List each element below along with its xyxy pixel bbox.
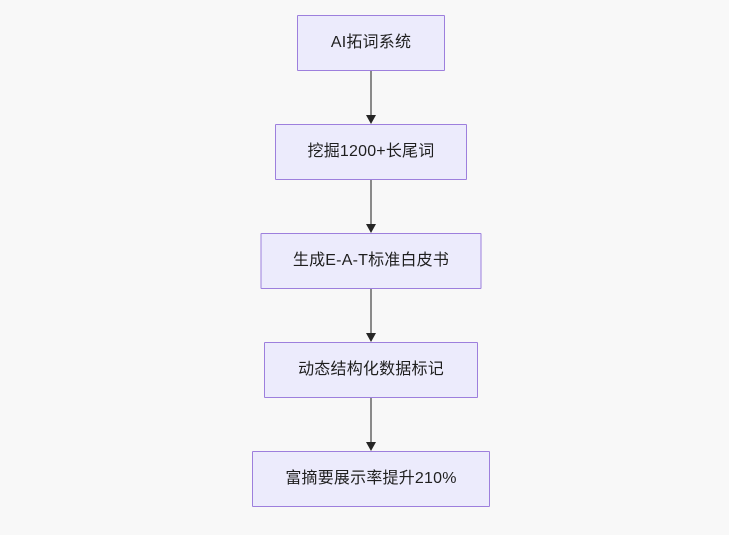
flow-node-mine-longtail-keywords[interactable]: 挖掘1200+长尾词 [275, 124, 467, 180]
flow-edge-n4-n5 [364, 398, 378, 451]
flow-node-dynamic-structured-data[interactable]: 动态结构化数据标记 [264, 342, 478, 398]
edge-line [370, 289, 372, 334]
flow-node-label: AI拓词系统 [330, 34, 412, 51]
edge-line [370, 71, 372, 116]
flow-node-rich-snippet-uplift[interactable]: 富摘要展示率提升210% [252, 451, 490, 507]
flow-edge-n2-n3 [364, 180, 378, 233]
flow-edge-n3-n4 [364, 289, 378, 342]
flow-node-label: 动态结构化数据标记 [298, 361, 444, 378]
flow-node-label: 生成E-A-T标准白皮书 [292, 252, 450, 269]
flow-edge-n1-n2 [364, 71, 378, 124]
arrowhead-icon [366, 442, 376, 451]
flow-node-label: 富摘要展示率提升210% [285, 470, 457, 487]
flow-node-label: 挖掘1200+长尾词 [307, 143, 435, 160]
arrowhead-icon [366, 224, 376, 233]
edge-line [370, 398, 372, 443]
arrowhead-icon [366, 115, 376, 124]
arrowhead-icon [366, 333, 376, 342]
flow-node-ai-keyword-system[interactable]: AI拓词系统 [297, 15, 445, 71]
flow-node-generate-eat-whitepaper[interactable]: 生成E-A-T标准白皮书 [260, 233, 482, 289]
edge-line [370, 180, 372, 225]
